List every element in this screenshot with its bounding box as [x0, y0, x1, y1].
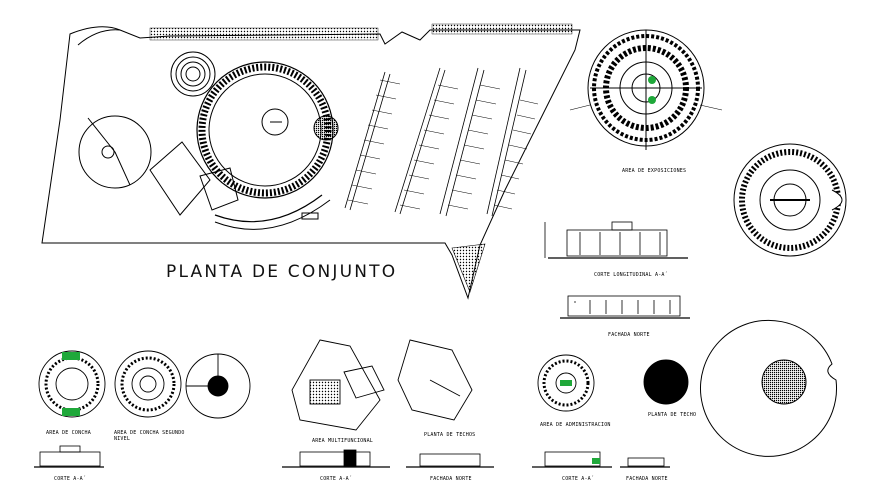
multifuncional-plan — [291, 339, 385, 431]
label-area-concha-segundo-nivel: AREA DE CONCHA SEGUNDO NIVEL — [114, 430, 185, 442]
tree-mass — [451, 243, 486, 293]
label-area-concha: AREA DE CONCHA — [46, 430, 91, 436]
fachada-norte-mid-drawing — [406, 453, 494, 468]
administracion-plan — [537, 354, 595, 412]
planta-techo-drawing — [643, 359, 689, 405]
right-node — [313, 115, 339, 141]
north-lobe — [77, 29, 121, 46]
planta-techos-drawing — [397, 339, 473, 421]
small-round-plan — [185, 353, 251, 419]
label-corte-mid: CORTE A-A´ — [320, 476, 353, 482]
left-circle — [78, 115, 152, 189]
label-fachada-norte-top: FACHADA NORTE — [608, 332, 650, 338]
label-fachada-norte-mid: FACHADA NORTE — [430, 476, 472, 482]
fachada-norte-top-drawing — [560, 295, 690, 319]
concha-plan-1 — [38, 350, 106, 418]
exposition-plan — [569, 29, 723, 150]
site-plan — [41, 23, 581, 300]
small-ring — [170, 51, 216, 97]
corte-longitudinal-drawing — [544, 221, 688, 259]
corte-right-drawing — [532, 451, 612, 468]
label-area-administracion: AREA DE ADMINISTRACION — [540, 422, 611, 428]
concha-plan-2 — [114, 350, 182, 418]
central-core — [261, 108, 289, 136]
label-planta-techos: PLANTA DE TECHOS — [424, 432, 476, 438]
label-area-exposiciones: AREA DE EXPOSICIONES — [622, 168, 687, 174]
corte-left-drawing — [34, 445, 104, 468]
corte-mid-drawing — [282, 449, 390, 468]
right-keyhole-plan — [733, 143, 847, 257]
label-corte-longitudinal: CORTE LONGITUDINAL A-A´ — [594, 272, 668, 278]
site-boundary — [41, 26, 581, 300]
main-title: PLANTA DE CONJUNTO — [166, 262, 398, 282]
label-area-multifuncional: AREA MULTIFUNCIONAL — [312, 438, 373, 444]
label-corte-right: CORTE A-A´ — [562, 476, 595, 482]
label-planta-techo: PLANTA DE TECHO — [648, 412, 697, 418]
label-corte-left: CORTE A-A´ — [54, 476, 87, 482]
parking-rows — [344, 67, 527, 217]
label-fachada-norte-right: FACHADA NORTE — [626, 476, 668, 482]
fachada-norte-right-drawing — [620, 457, 670, 468]
large-circle-plan — [700, 319, 837, 457]
